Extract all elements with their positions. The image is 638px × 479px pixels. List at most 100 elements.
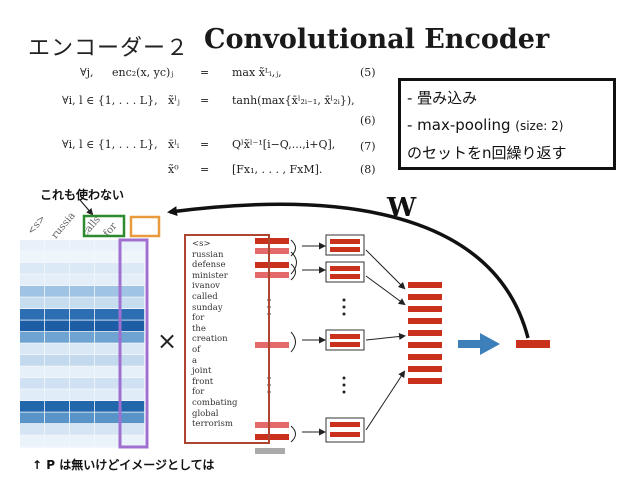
current-column-highlight xyxy=(118,238,149,449)
matrix-cell xyxy=(45,274,70,286)
matrix-cell xyxy=(20,378,45,389)
matrix-cell xyxy=(95,424,120,435)
conv-bar xyxy=(255,342,289,348)
matrix-cell xyxy=(45,297,70,309)
output-vector xyxy=(516,340,550,348)
matrix-cell xyxy=(20,320,45,332)
word-item: terrorism xyxy=(192,419,233,430)
matrix-cell xyxy=(95,378,120,389)
matrix-cell xyxy=(20,366,45,378)
pool-to-aggregate-arrows xyxy=(365,249,406,431)
matrix-cell xyxy=(95,332,120,343)
aggregated-vector xyxy=(408,282,442,384)
matrix-cell xyxy=(120,424,145,435)
word-item: joint xyxy=(192,366,212,377)
equation-lhs: x̃⁰ xyxy=(168,163,179,176)
matrix-cell xyxy=(20,286,45,297)
matrix-cell xyxy=(70,240,95,251)
feedback-curved-arrow xyxy=(167,202,530,339)
matrix-cell xyxy=(95,320,120,332)
equation-eq: = xyxy=(200,163,210,176)
matrix-cell xyxy=(45,286,70,297)
equation-rhs: tanh(max{x̄ˡ₂ᵢ₋₁, x̄ˡ₂ᵢ}), xyxy=(232,94,355,107)
matrix-cell xyxy=(20,355,45,366)
conv-bar xyxy=(255,262,289,268)
equation-rhs: [Fx₁, . . . , FxM]. xyxy=(232,163,323,176)
note-maxpooling-text: - max-pooling xyxy=(407,116,516,134)
matrix-cell xyxy=(120,343,145,355)
output-blue-arrow xyxy=(458,333,500,355)
word-item: sunday xyxy=(192,302,223,313)
word-item: a xyxy=(192,355,198,366)
matrix-cell xyxy=(20,412,45,424)
matrix-cell xyxy=(120,320,145,332)
equation-lhs: x̃ˡⱼ xyxy=(168,94,180,107)
note-line-repeat: のセットをn回繰り返す xyxy=(407,144,567,162)
equation-eq: = xyxy=(200,94,210,107)
matrix-cell xyxy=(45,240,70,251)
matrix-cell xyxy=(95,435,120,447)
matrix-cell xyxy=(95,240,120,251)
matrix-cell xyxy=(45,355,70,366)
matrix-cell xyxy=(45,424,70,435)
matrix-cell xyxy=(95,412,120,424)
word-item: global xyxy=(192,408,219,419)
english-title: Convolutional Encoder xyxy=(204,24,550,55)
note-maxpooling-size: (size: 2) xyxy=(515,119,564,133)
matrix-cell xyxy=(20,309,45,320)
matrix-cell xyxy=(70,343,95,355)
matrix-cell xyxy=(45,251,70,263)
next-word-box xyxy=(129,215,161,238)
matrix-cell xyxy=(95,389,120,401)
matrix-cell xyxy=(70,424,95,435)
matrix-cell xyxy=(120,309,145,320)
matrix-cell xyxy=(120,286,145,297)
matrix-cell xyxy=(20,240,45,251)
word-item: for xyxy=(192,387,205,398)
word-item: the xyxy=(192,323,206,334)
equation-cond: ∀j, xyxy=(80,66,94,79)
matrix-cell xyxy=(45,343,70,355)
matrix-cell xyxy=(45,263,70,274)
matrix-cell xyxy=(20,389,45,401)
matrix-cell xyxy=(20,297,45,309)
equation-number: (8) xyxy=(360,163,376,176)
conv-bar xyxy=(255,434,289,440)
matrix-cell xyxy=(70,320,95,332)
matrix-cell xyxy=(70,401,95,412)
matrix-cell xyxy=(45,401,70,412)
equation-lhs: x̄ˡᵢ xyxy=(168,138,180,151)
conv1-bars xyxy=(255,238,289,454)
calls-highlight-box xyxy=(82,214,126,238)
word-item: front xyxy=(192,376,214,387)
word-item: russian xyxy=(192,249,224,260)
matrix-cell xyxy=(20,263,45,274)
equation-number: (7) xyxy=(360,140,376,153)
conv-bar xyxy=(255,238,289,244)
matrix-cell xyxy=(70,435,95,447)
matrix-cell xyxy=(120,332,145,343)
matrix-cell xyxy=(120,355,145,366)
word-item: for xyxy=(192,313,205,324)
matrix-cell xyxy=(70,366,95,378)
matrix-cell xyxy=(70,412,95,424)
equation-eq: = xyxy=(200,138,210,151)
word-item: of xyxy=(192,344,201,355)
conv-bar xyxy=(255,248,289,254)
word-item: <s> xyxy=(192,239,211,249)
conv-bar xyxy=(255,272,289,278)
word-item: ivanov xyxy=(192,281,220,292)
matrix-cell xyxy=(95,401,120,412)
matrix-cell xyxy=(70,309,95,320)
input-word-list: <s> russian defense minister ivanov call… xyxy=(184,234,270,444)
word-item: called xyxy=(192,291,218,302)
matrix-cell xyxy=(70,274,95,286)
matrix-cell xyxy=(95,251,120,263)
matrix-cell xyxy=(95,297,120,309)
matrix-cell xyxy=(20,435,45,447)
matrix-cell xyxy=(45,332,70,343)
matrix-cell xyxy=(45,366,70,378)
matrix-cell xyxy=(70,263,95,274)
embedding-matrix xyxy=(20,240,145,448)
